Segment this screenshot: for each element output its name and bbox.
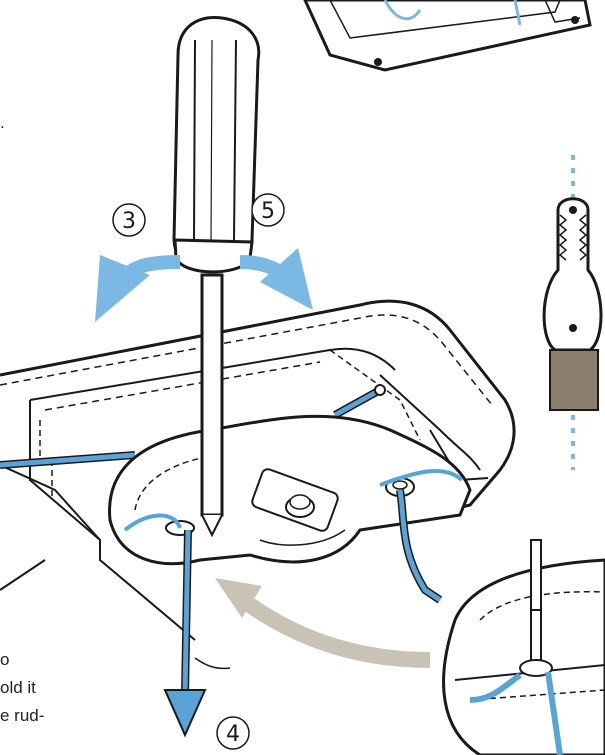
direction-arrow [250,605,430,660]
step-4-label: 4 [226,722,240,747]
step-3-badge: 3 [113,204,145,236]
control-plate [110,416,470,563]
edge-text-top: . [0,113,5,132]
step-4-badge: 4 [217,717,249,749]
cable-pull [185,530,188,695]
step-3-label: 3 [122,209,136,234]
step-5-label: 5 [261,199,275,224]
edge-text-2: old it [0,678,36,697]
pull-arrow-head [165,690,205,735]
edge-text-3: e rud- [0,706,44,725]
servo-horn-icon [544,155,601,470]
step-5-badge: 5 [252,194,284,226]
mounting-plate-icon [305,0,590,70]
edge-text-1: o [0,650,9,669]
inset-detail [444,540,605,755]
